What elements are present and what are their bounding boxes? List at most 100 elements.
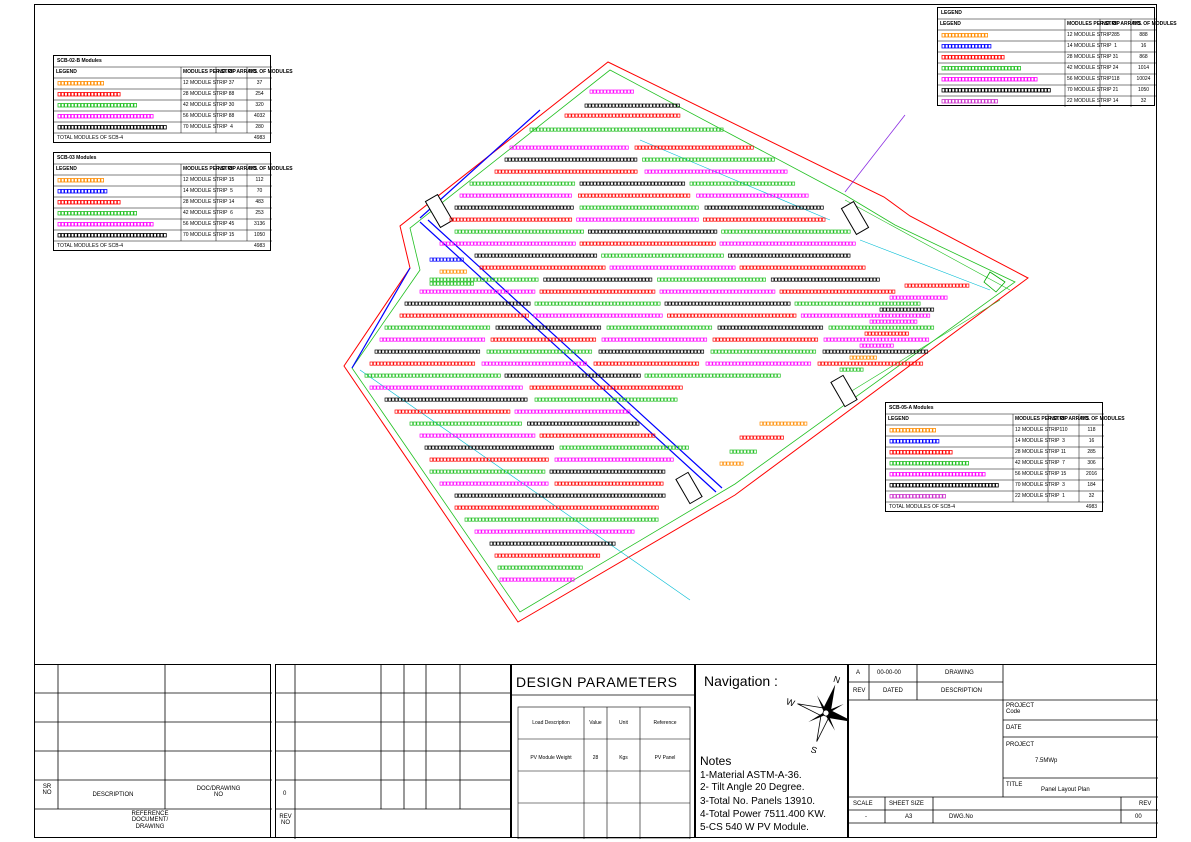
rev-label-right: REV	[1139, 801, 1152, 807]
pv-module	[437, 361, 442, 366]
pv-module	[563, 205, 567, 210]
pv-module	[467, 313, 472, 318]
pv-module	[547, 181, 552, 186]
pv-module	[598, 481, 603, 486]
legend-swatch	[77, 222, 81, 227]
pv-module	[522, 505, 527, 510]
pv-module	[527, 301, 531, 306]
pv-module	[791, 277, 795, 282]
pv-module	[455, 301, 460, 306]
pv-module	[568, 301, 573, 306]
pv-module	[761, 349, 766, 354]
legend-swatch	[1004, 88, 1008, 93]
pv-module	[736, 217, 741, 222]
pv-module	[681, 325, 685, 330]
pv-module	[487, 433, 492, 438]
pv-module	[706, 127, 710, 132]
pv-module	[608, 193, 612, 198]
rev-a-date: 00-00-00	[877, 670, 902, 676]
pv-module	[854, 337, 858, 342]
pv-module	[536, 313, 541, 318]
pv-module	[619, 265, 624, 270]
pv-module	[566, 205, 571, 210]
pv-module	[615, 145, 619, 150]
pv-module	[700, 229, 704, 234]
legend-swatch	[153, 233, 157, 238]
pv-module	[709, 373, 713, 378]
pv-module	[475, 385, 479, 390]
pv-module	[862, 277, 867, 282]
pv-module	[615, 113, 620, 118]
pv-module	[510, 349, 514, 354]
pv-module	[649, 337, 653, 342]
pv-module	[509, 493, 513, 498]
pv-module	[738, 205, 743, 210]
legend-row-count: 483	[255, 199, 264, 205]
legend-swatch	[922, 428, 927, 433]
pv-module	[842, 301, 846, 306]
pv-module	[795, 253, 800, 258]
pv-module	[886, 325, 890, 330]
pv-module	[661, 445, 666, 450]
pv-module	[602, 397, 607, 402]
pv-module	[616, 157, 621, 162]
pv-module	[733, 461, 737, 466]
pv-module	[781, 193, 785, 198]
pv-module	[684, 313, 688, 318]
legend-swatch	[948, 88, 952, 93]
pv-module	[695, 169, 700, 174]
pv-module	[519, 205, 523, 210]
pv-module	[718, 313, 722, 318]
pv-module	[519, 445, 524, 450]
pv-module	[523, 301, 528, 306]
legend-swatch	[902, 439, 907, 444]
pv-module	[603, 373, 607, 378]
pv-module	[648, 445, 652, 450]
pv-module	[590, 253, 594, 258]
pv-module	[437, 385, 442, 390]
pv-module	[644, 373, 649, 378]
pv-module	[792, 253, 796, 258]
pv-module	[467, 457, 471, 462]
pv-module	[550, 277, 554, 282]
pv-module	[613, 325, 617, 330]
pv-module	[501, 289, 505, 294]
pv-module	[587, 505, 591, 510]
pv-module	[524, 277, 529, 282]
pv-module	[814, 313, 818, 318]
pv-module	[547, 145, 551, 150]
pv-module	[614, 505, 618, 510]
pv-module	[634, 169, 638, 174]
pv-module	[436, 277, 440, 282]
pv-module	[527, 217, 532, 222]
pv-module	[508, 529, 513, 534]
legend-swatch	[87, 81, 91, 86]
legend-swatch	[83, 211, 88, 216]
pv-module	[487, 457, 491, 462]
legend-swatch	[93, 233, 98, 238]
pv-module	[572, 169, 577, 174]
pv-module	[675, 169, 679, 174]
pv-module	[418, 301, 422, 306]
pv-module	[488, 529, 492, 534]
pv-module	[550, 385, 554, 390]
pv-module	[793, 289, 797, 294]
pv-module	[424, 385, 428, 390]
pv-module	[504, 457, 508, 462]
pv-module	[517, 181, 521, 186]
pv-module	[476, 193, 481, 198]
pv-module	[425, 349, 430, 354]
pv-module	[583, 181, 587, 186]
pv-module	[490, 349, 494, 354]
pv-module	[512, 253, 516, 258]
legend-row-arrays: 3	[1062, 482, 1065, 488]
pv-module	[415, 397, 419, 402]
pv-module	[765, 229, 769, 234]
pv-module	[679, 337, 684, 342]
pv-module	[672, 229, 677, 234]
pv-module	[456, 397, 460, 402]
pv-module	[744, 157, 748, 162]
pv-module	[568, 337, 573, 342]
pv-module	[772, 253, 776, 258]
pv-module	[468, 493, 472, 498]
